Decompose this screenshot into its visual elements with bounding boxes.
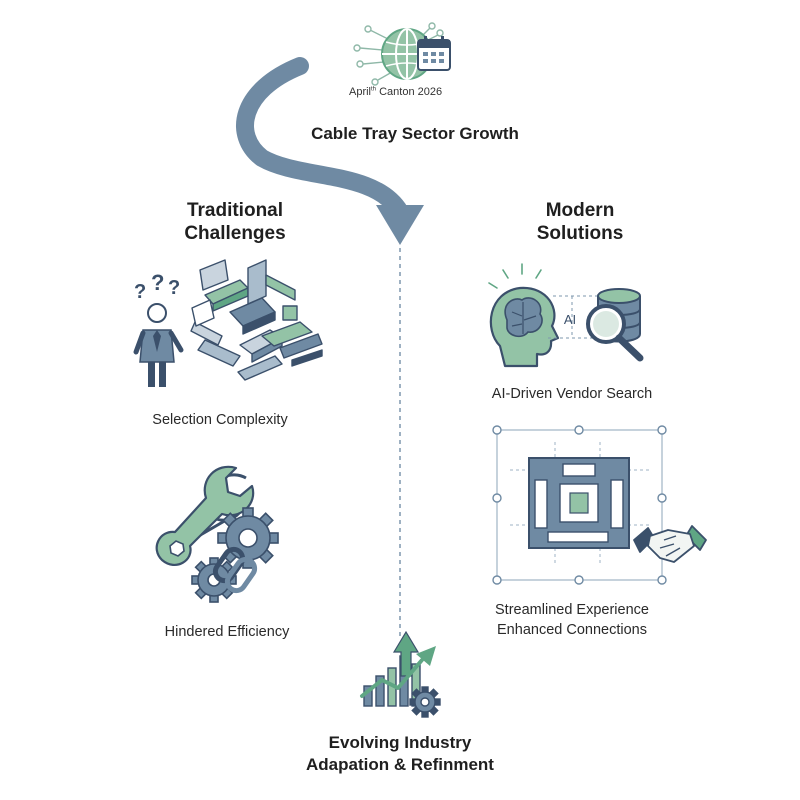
right-heading-line2: Solutions [536,223,624,244]
right-column-heading: Modern Solutions [495,199,665,245]
hub-date-superscript: th [371,86,377,93]
left-heading-line1: Traditional [186,200,284,221]
hub-date-label: Aprilth Canton 2026 [349,86,469,98]
svg-text:?: ? [151,270,164,295]
right-item-2-label-line2: Enhanced Connections [497,622,647,638]
left-heading-line2: Challenges [184,223,286,244]
hub-date-place-year: Canton 2026 [379,86,443,98]
bottom-heading-line2: Adapation & Refinment [306,755,494,774]
left-column-heading: Traditional Challenges [150,199,320,245]
flow-arrowhead [376,205,424,245]
ai-badge-label: AI [563,312,577,327]
bottom-heading: Evolving Industry Adapation & Refinment [270,732,530,776]
right-item-1-label: AI-Driven Vendor Search [491,386,653,402]
hub-date-month: April [349,86,372,98]
svg-text:?: ? [168,277,180,299]
flow-title: Cable Tray Sector Growth [311,124,519,143]
left-item-2-label: Hindered Efficiency [164,624,290,640]
right-item-2-label: Streamlined Experience Enhanced Connecti… [472,600,672,640]
right-item-2-label-line1: Streamlined Experience [495,602,649,618]
right-heading-line1: Modern [545,200,615,221]
left-item-1-label: Selection Complexity [152,412,288,428]
svg-text:?: ? [134,281,146,303]
bottom-heading-line1: Evolving Industry [328,733,472,752]
